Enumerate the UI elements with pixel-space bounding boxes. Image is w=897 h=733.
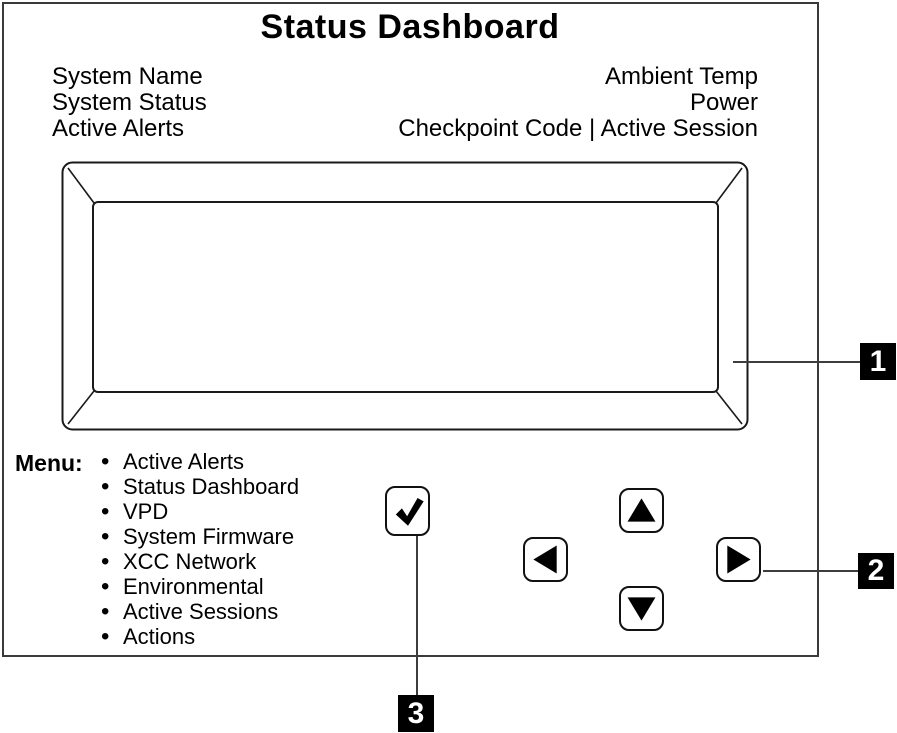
- menu-item: • XCC Network: [101, 549, 299, 574]
- menu-item-label: Environmental: [123, 574, 264, 599]
- menu-item: • Environmental: [101, 574, 299, 599]
- arrow-down-icon: [627, 597, 656, 621]
- arrow-right-icon: [727, 545, 751, 574]
- menu-item-label: Active Alerts: [123, 449, 245, 474]
- menu-label: Menu:: [15, 450, 83, 476]
- menu-item-label: System Firmware: [123, 524, 295, 549]
- menu-item: • Active Alerts: [101, 449, 299, 474]
- menu-item: • Actions: [101, 624, 299, 649]
- arrow-up-icon: [627, 498, 656, 522]
- callout-2: 2: [858, 553, 894, 589]
- header-label-power: Power: [689, 89, 758, 116]
- bullet-icon: •: [101, 448, 110, 475]
- menu-item: • Status Dashboard: [101, 474, 299, 499]
- check-icon: [395, 497, 424, 526]
- panel-outline: [2, 2, 819, 657]
- scroll-up-button[interactable]: [619, 488, 664, 533]
- header-label-system-status: System Status: [52, 89, 207, 116]
- callout-3: 3: [398, 695, 434, 732]
- menu-item: • System Firmware: [101, 524, 299, 549]
- scroll-right-button[interactable]: [716, 537, 761, 582]
- header-right-labels: Ambient Temp Power Checkpoint Code | Act…: [300, 64, 758, 142]
- header-label-checkpoint-session: Checkpoint Code | Active Session: [398, 115, 758, 142]
- bullet-icon: •: [101, 573, 110, 600]
- menu-item-label: Status Dashboard: [123, 474, 300, 499]
- scroll-down-button[interactable]: [619, 586, 664, 631]
- header-label-active-alerts: Active Alerts: [52, 115, 185, 142]
- header-left-labels: System Name System Status Active Alerts: [52, 64, 207, 142]
- menu-item-label: Actions: [123, 624, 196, 649]
- arrow-left-icon: [533, 545, 557, 574]
- menu-list: • Active Alerts • Status Dashboard • VPD…: [101, 449, 299, 649]
- bullet-icon: •: [101, 473, 110, 500]
- menu-item: • Active Sessions: [101, 599, 299, 624]
- menu-item-label: Active Sessions: [123, 599, 279, 624]
- callout-1: 1: [860, 343, 896, 380]
- callout-3-line: [416, 536, 418, 696]
- bullet-icon: •: [101, 523, 110, 550]
- callout-1-line: [733, 361, 860, 363]
- header-label-ambient-temp: Ambient Temp: [605, 63, 758, 90]
- callout-2-line: [763, 570, 858, 572]
- menu-item: • VPD: [101, 499, 299, 524]
- lcd-screen: [61, 161, 749, 431]
- page-title: Status Dashboard: [260, 8, 560, 46]
- select-button[interactable]: [385, 486, 430, 536]
- bullet-icon: •: [101, 623, 110, 650]
- menu-item-label: VPD: [123, 499, 169, 524]
- header-label-system-name: System Name: [52, 63, 203, 90]
- bullet-icon: •: [101, 548, 110, 575]
- bullet-icon: •: [101, 498, 110, 525]
- bullet-icon: •: [101, 598, 110, 625]
- scroll-left-button[interactable]: [523, 537, 568, 582]
- menu-item-label: XCC Network: [123, 549, 257, 574]
